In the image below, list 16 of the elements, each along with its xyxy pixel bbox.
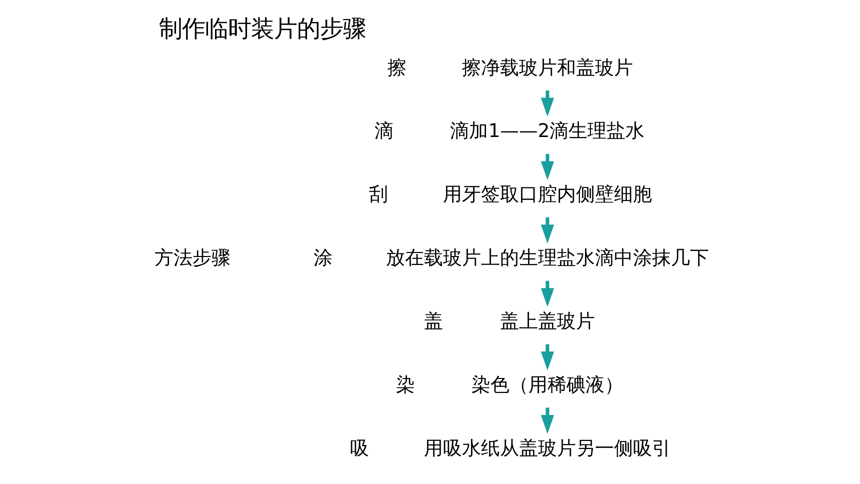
node-text: 染色（用稀碘液） <box>471 374 624 396</box>
node-text: 擦净载玻片和盖玻片 <box>462 58 633 79</box>
label: 方法步骤 <box>154 248 231 270</box>
node-label: 涂 <box>314 248 333 270</box>
diagram-title: 制作临时装片的步骤 <box>159 14 366 42</box>
node-label: 染 <box>396 374 415 396</box>
node-label: 刮 <box>368 184 388 206</box>
node-text: 盖上盖玻片 <box>500 312 595 333</box>
node-label: 盖 <box>424 312 444 333</box>
node-label: 吸 <box>350 438 370 460</box>
node-label: 擦 <box>388 58 407 79</box>
node-label: 滴 <box>374 121 394 142</box>
node-text: 用牙签取口腔内侧壁细胞 <box>442 184 652 206</box>
node-text: 放在载玻片上的生理盐水滴中涂抹几下 <box>386 248 709 270</box>
node-text: 用吸水纸从盖玻片另一侧吸引 <box>424 438 671 460</box>
node-text: 滴加1——2滴生理盐水 <box>450 121 645 142</box>
